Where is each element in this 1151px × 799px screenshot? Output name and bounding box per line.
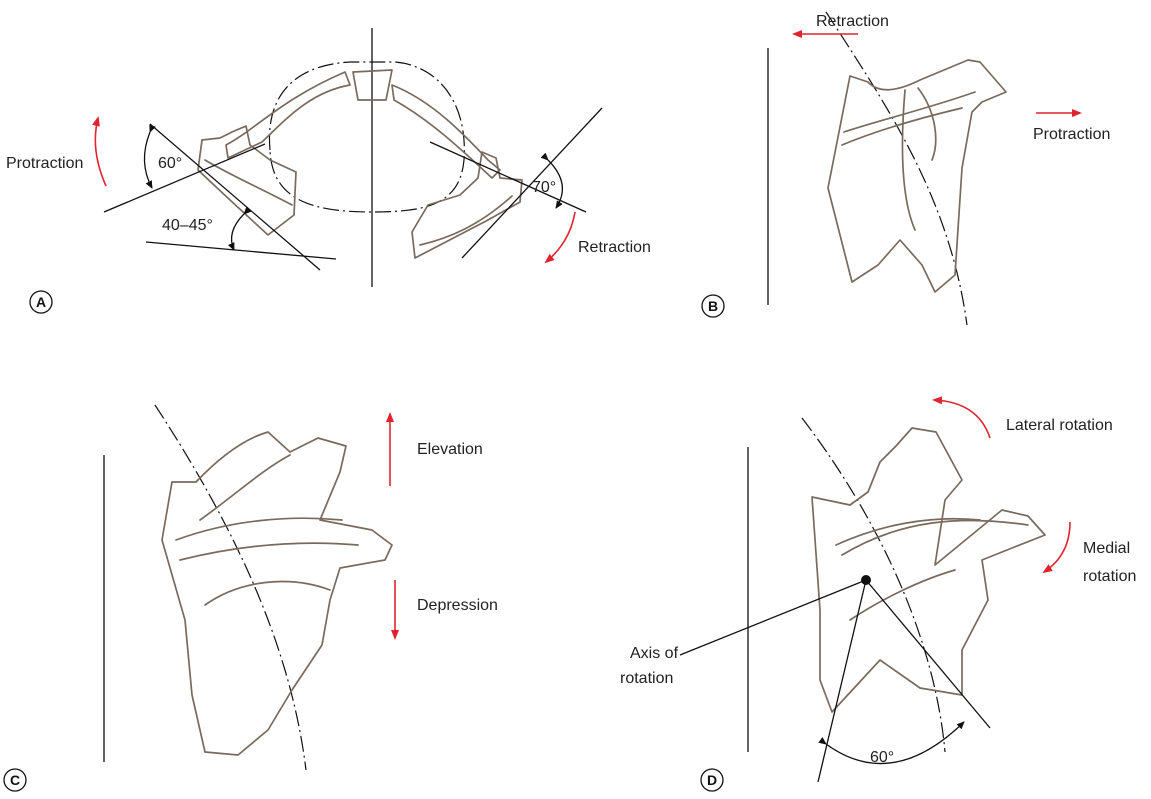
panel-b: Retraction Protraction B [702, 12, 1110, 325]
panel-a: Protraction 60° 40–45° 70° Retraction A [6, 28, 651, 313]
lateral-rotation-label: Lateral rotation [1006, 417, 1113, 434]
angle-60-label: 60° [158, 155, 182, 172]
svg-text:A: A [36, 294, 46, 310]
protraction-arrow [95, 118, 106, 186]
angle-60-label-d: 60° [870, 749, 894, 766]
angle-60-arc [144, 132, 152, 188]
scapula-c [162, 432, 392, 755]
panel-d: Lateral rotation Medial rotation Axis of… [620, 400, 1136, 791]
scapular-spine-b [844, 92, 975, 132]
panel-badge-a: A [30, 291, 52, 313]
coracoid-b [918, 88, 936, 160]
axis-label-line2: rotation [620, 670, 673, 687]
scapular-spine-c [176, 518, 342, 540]
left-clavicle [226, 72, 350, 158]
infraspinous-c [205, 582, 330, 605]
scapular-spine-d [842, 520, 1028, 555]
angle-40-45-arc [232, 214, 244, 250]
retraction-label: Retraction [578, 239, 651, 256]
retraction-arrow [546, 212, 575, 262]
scapula-d [812, 428, 1045, 712]
svg-text:C: C [10, 772, 20, 788]
panel-badge-d: D [701, 769, 723, 791]
scapula-b [828, 60, 1006, 292]
thoracic-curve-d [802, 418, 945, 752]
rotation-line-2 [866, 580, 990, 728]
angle-70-label: 70° [532, 179, 556, 196]
axis-label-line1: Axis of [630, 645, 679, 662]
rotation-line-1 [818, 580, 866, 782]
medial-rotation-label-line2: rotation [1083, 568, 1136, 585]
depression-label: Depression [417, 597, 498, 614]
angle-60-arc-d [826, 722, 964, 764]
elevation-label: Elevation [417, 441, 483, 458]
acromion-d [836, 519, 980, 545]
frontal-reference-line [146, 242, 336, 259]
protraction-label: Protraction [6, 155, 83, 172]
angle-40-45-label: 40–45° [162, 217, 213, 234]
medial-rotation-arrow [1044, 522, 1070, 572]
protraction-label-b: Protraction [1033, 126, 1110, 143]
thorax-outline [269, 62, 464, 212]
panel-c: Elevation Depression C [4, 405, 498, 791]
svg-text:B: B [708, 298, 718, 314]
right-clavicle [392, 85, 500, 178]
right-clavicle-axis [430, 142, 586, 212]
retraction-label-b: Retraction [816, 13, 889, 30]
axis-of-rotation-point [861, 575, 871, 585]
svg-text:D: D [707, 772, 717, 788]
panel-badge-c: C [4, 769, 26, 791]
axis-leader-line [680, 580, 866, 655]
lateral-rotation-arrow [934, 400, 990, 438]
acromion-c [180, 543, 358, 560]
thoracic-curve [826, 12, 967, 325]
panel-badge-b: B [702, 295, 724, 317]
medial-rotation-label-line1: Medial [1083, 540, 1130, 557]
